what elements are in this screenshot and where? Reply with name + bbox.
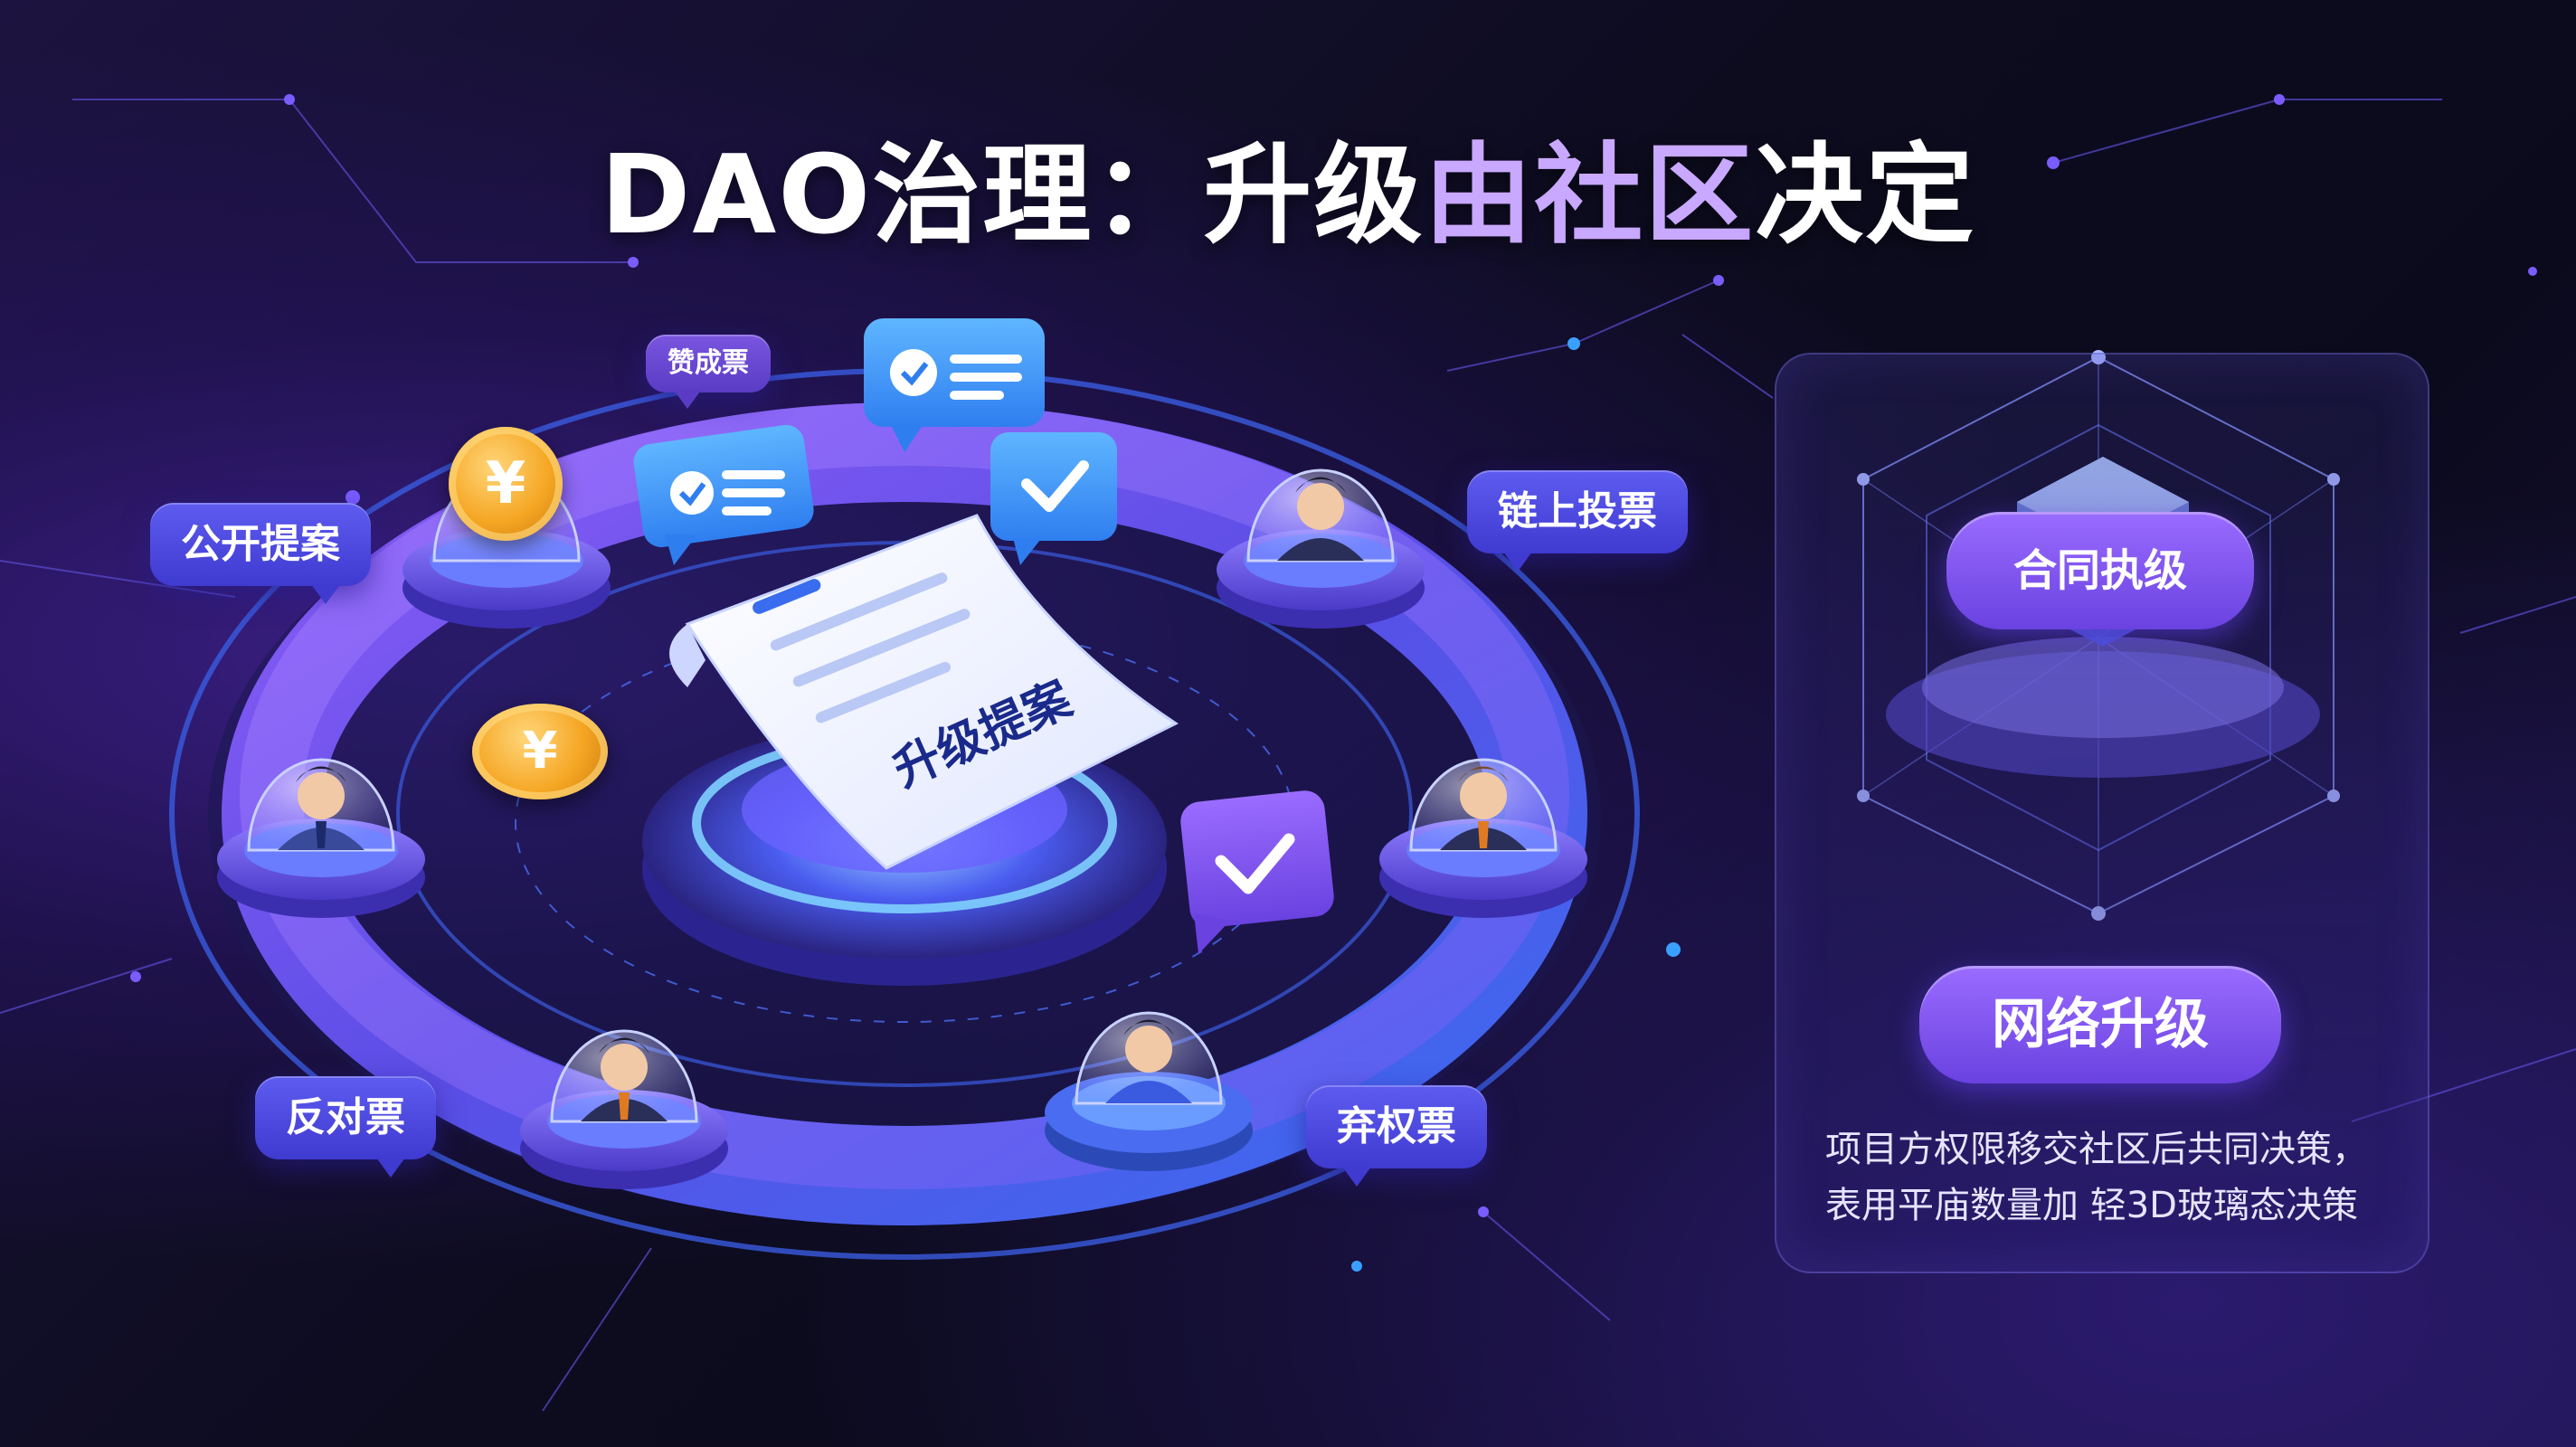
label-text: 链上投票 — [1498, 488, 1657, 534]
coin-pod — [402, 468, 611, 629]
label-public-proposal: 公开提案 — [150, 503, 371, 604]
label-text: 反对票 — [286, 1094, 405, 1140]
label-against-vote: 反对票 — [255, 1076, 436, 1177]
panel-description: 项目方权限移交社区后共同决策， 表用平庙数量加 轻3D玻璃态决策 — [1825, 1121, 2404, 1234]
label-text: 公开提案 — [181, 521, 340, 567]
pill-text: 合同执级 — [2012, 545, 2187, 596]
person-avatar-icon — [217, 758, 425, 918]
person-avatar-icon — [520, 1029, 728, 1189]
coin-icon: ¥ — [449, 427, 563, 541]
person-avatar-icon — [1379, 758, 1587, 918]
person-avatar-icon — [1045, 1011, 1253, 1171]
label-abstain-vote: 弃权票 — [1306, 1085, 1487, 1187]
title-highlight: 由社区 — [1424, 133, 1756, 259]
label-text: 弃权票 — [1337, 1103, 1456, 1149]
label-approve-vote: 赞成票 — [646, 335, 771, 409]
page-title: DAO治理：升级由社区决定 — [0, 107, 2576, 264]
upgrade-proposal-document — [669, 514, 1179, 870]
contract-upgrade-pill: 合同执级 — [1946, 512, 2254, 629]
coin-symbol: ¥ — [485, 450, 526, 517]
description-line: 项目方权限移交社区后共同决策， — [1825, 1129, 2368, 1170]
title-suffix: 决定 — [1755, 133, 1976, 259]
person-avatar-icon — [1217, 468, 1425, 629]
list-chat-icon — [633, 424, 814, 565]
hexagon-network-icon — [1857, 350, 2340, 921]
check-chat-icon — [990, 432, 1117, 565]
avatar-pods — [217, 468, 1587, 1189]
title-prefix: DAO治理：升级 — [600, 133, 1425, 259]
label-text: 赞成票 — [668, 347, 749, 379]
description-line: 表用平庙数量加 轻3D玻璃态决策 — [1825, 1185, 2358, 1226]
network-upgrade-pill: 网络升级 — [1919, 966, 2281, 1083]
coin-symbol: ¥ — [522, 722, 558, 780]
label-onchain-vote: 链上投票 — [1467, 470, 1688, 572]
list-chat-icon — [864, 318, 1045, 452]
check-chat-icon — [1180, 790, 1334, 954]
coin-icon: ¥ — [472, 704, 608, 799]
pill-text: 网络升级 — [1992, 993, 2209, 1056]
network-upgrade-panel — [1775, 353, 2429, 1273]
